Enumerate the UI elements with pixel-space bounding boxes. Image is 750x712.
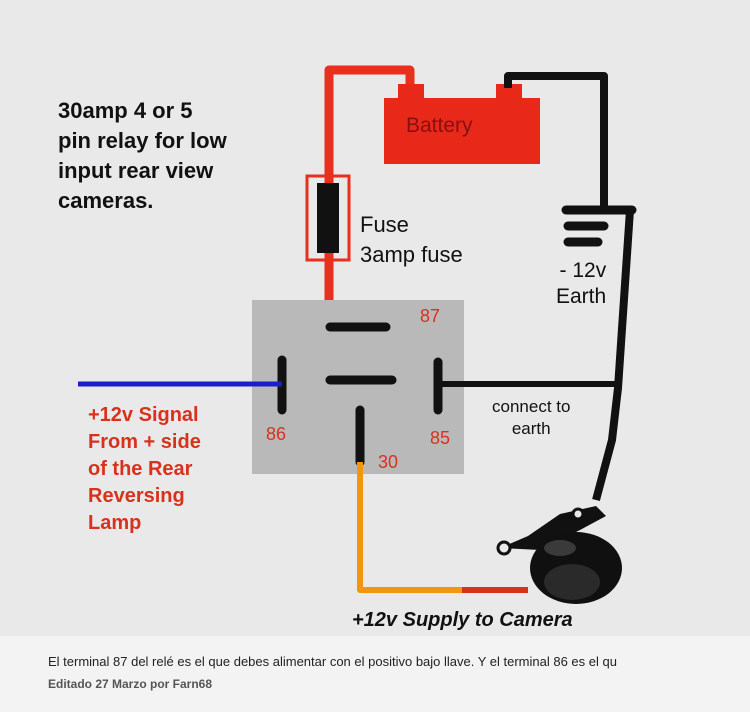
camera-supply-label: +12v Supply to Camera <box>352 609 573 631</box>
diagram-canvas <box>78 65 637 604</box>
battery-icon <box>384 84 540 164</box>
edited-by-text[interactable]: Editado 27 Marzo por Farn68 <box>48 677 213 691</box>
post-caption <box>0 636 750 712</box>
battery-label: Battery <box>406 114 473 137</box>
diagram-title: 30amp 4 or 5 pin relay for low input rea… <box>58 98 227 213</box>
post-note-text: El terminal 87 del relé es el que debes … <box>48 654 617 669</box>
fuse-label: Fuse 3amp fuse <box>360 212 463 267</box>
pin-30-label: 30 <box>378 452 399 472</box>
ground-wire <box>504 72 608 206</box>
ground-symbol-icon <box>561 205 637 247</box>
fuse-icon <box>305 174 351 262</box>
pin-85-label: 85 <box>430 428 451 448</box>
connect-earth-label: connect to earth <box>492 397 571 438</box>
pin-86-label: 86 <box>266 424 287 444</box>
earth-wire <box>592 209 634 502</box>
signal-label: +12v Signal From + side of the Rear Reve… <box>88 404 201 534</box>
camera-feed-wire <box>357 462 470 593</box>
pin-87-label: 87 <box>420 306 441 326</box>
camera-icon <box>496 506 622 604</box>
earth-label: - 12v Earth <box>556 259 607 308</box>
